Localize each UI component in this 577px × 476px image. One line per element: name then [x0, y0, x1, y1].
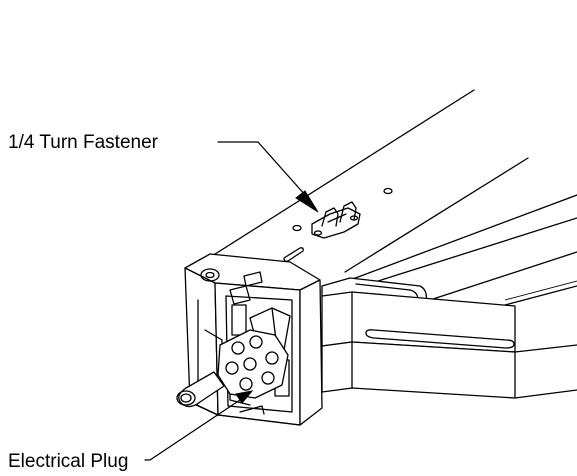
arrow-icon — [295, 190, 319, 213]
fastener-label: 1/4 Turn Fastener — [8, 132, 159, 153]
module-body — [192, 89, 577, 306]
fastener-leader-line — [217, 141, 307, 197]
callout-plug: Electrical Plug — [8, 390, 254, 472]
quarter-turn-fastener — [311, 201, 361, 239]
side-bracket — [321, 277, 577, 399]
top-cover — [283, 187, 393, 262]
arrow-icon — [235, 390, 254, 404]
plug-label: Electrical Plug — [8, 451, 128, 472]
plug-leader-line — [144, 399, 241, 461]
callout-fastener: 1/4 Turn Fastener — [8, 132, 319, 213]
electrical-plug — [176, 329, 289, 408]
